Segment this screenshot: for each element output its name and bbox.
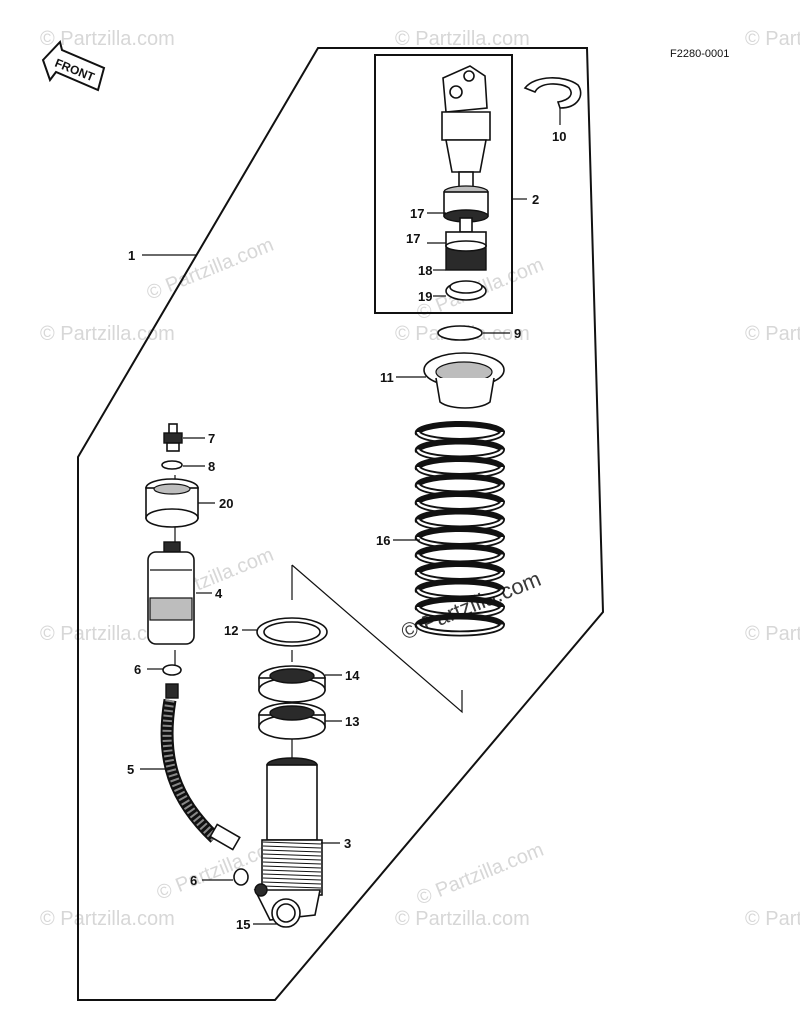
callout-label-19: 19: [418, 289, 432, 304]
damper-rod: [441, 65, 491, 301]
watermark: © Partzilla.com: [745, 908, 800, 930]
watermark: © Partzilla.com: [40, 623, 175, 645]
callout-label-15: 15: [236, 917, 250, 932]
clip-part: [523, 77, 582, 109]
lock-nut: [258, 665, 326, 703]
callout-label-11: 11: [380, 370, 394, 385]
callout-label-14: 14: [345, 668, 360, 683]
watermark: © Partzilla.com: [144, 234, 277, 305]
inner-assembly-box: [374, 54, 513, 314]
callout-label-6: 6: [134, 662, 141, 677]
callouts: [140, 108, 561, 925]
callout-label-18: 18: [418, 263, 432, 278]
spring-seat: [423, 352, 505, 409]
watermark: © Partzilla.com: [745, 28, 800, 50]
watermark: © Partzilla.com: [414, 839, 547, 910]
watermark: © Partzilla.com: [40, 323, 175, 345]
callout-label-7: 7: [208, 431, 215, 446]
callout-label-17: 17: [406, 231, 420, 246]
callout-label-1: 1: [128, 248, 135, 263]
diagram-code: F2280-0001: [670, 48, 729, 60]
callout-label-20: 20: [219, 496, 233, 511]
watermark: © Partzilla.com: [745, 623, 800, 645]
callout-label-2: 2: [532, 192, 539, 207]
watermark: © Partzilla.com: [40, 28, 175, 50]
watermark: © Partzilla.com: [745, 323, 800, 345]
adjust-nut: [258, 702, 326, 740]
gasket: [256, 617, 328, 647]
callout-label-17: 17: [410, 206, 424, 221]
callout-label-3: 3: [344, 836, 351, 851]
hose: [160, 683, 241, 851]
callout-label-6: 6: [190, 873, 197, 888]
callout-label-8: 8: [208, 459, 215, 474]
watermark: © Partzilla.com: [40, 908, 175, 930]
callout-label-5: 5: [127, 762, 134, 777]
watermark: © Partzilla.com: [395, 908, 530, 930]
callout-labels: 1 2 3 4 5 6 6 7 8 9 10 11 12 13 14 15 16…: [127, 129, 566, 932]
callout-label-10: 10: [552, 129, 566, 144]
shock-body: [253, 757, 323, 928]
o-ring: [233, 868, 249, 886]
gas-reservoir: [147, 541, 195, 645]
coil-spring: [414, 420, 506, 637]
valve-part: [161, 423, 183, 470]
callout-label-9: 9: [514, 326, 521, 341]
watermark: © Partzilla.com: [395, 28, 530, 50]
assembly-outline: [77, 47, 605, 1001]
callout-label-13: 13: [345, 714, 359, 729]
callout-label-4: 4: [215, 586, 223, 601]
o-ring: [162, 664, 182, 676]
reservoir-cap: [145, 478, 199, 528]
o-ring: [437, 325, 483, 341]
watermark-layer: © Partzilla.com © Partzilla.com © Partzi…: [40, 28, 800, 930]
callout-label-12: 12: [224, 623, 238, 638]
callout-label-16: 16: [376, 533, 390, 548]
